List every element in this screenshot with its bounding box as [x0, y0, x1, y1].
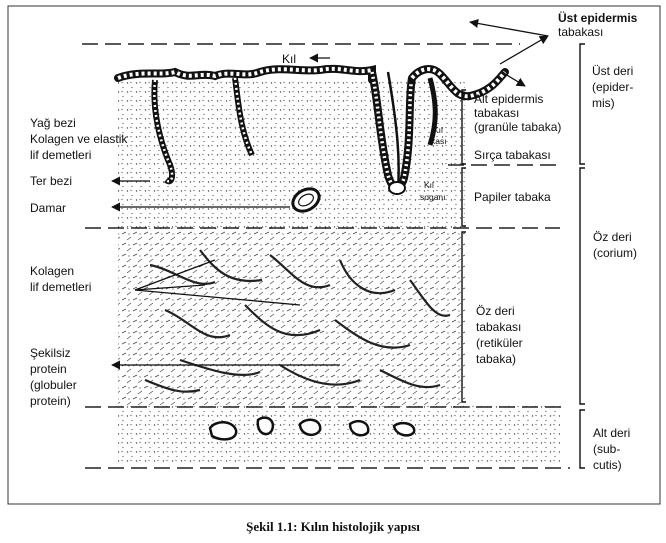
label-lif-demetleri: lif demetleri: [30, 148, 92, 162]
label-retikuler-2: tabaka): [476, 352, 517, 366]
label-sub: (sub-: [593, 442, 621, 456]
label-granule: (granüle tabaka): [474, 120, 562, 134]
label-lif-demetleri-2: lif demetleri: [30, 280, 92, 294]
label-ust-epidermis-tabakasi: tabakası: [558, 25, 604, 39]
label-kolagen: Kolagen: [30, 264, 75, 278]
dermis-texture: [118, 228, 465, 405]
collagen-bundles: [144, 249, 451, 393]
subcutis-texture: [118, 405, 560, 465]
label-sekilsiz: Şekilsiz: [30, 346, 71, 360]
label-oz-deri-tab-2: tabakası: [476, 320, 522, 334]
label-alt-deri: Alt deri: [593, 426, 631, 440]
hair-shaft: [386, 71, 400, 191]
diagram-frame: [7, 5, 661, 505]
label-ust-deri: Üst deri: [592, 64, 634, 78]
label-alt-epidermis-tabakasi: tabakası: [474, 106, 520, 120]
fat-lobules: [208, 416, 416, 441]
label-protein: protein: [30, 362, 67, 376]
label-kil-kasi-1: Kıl: [433, 125, 443, 135]
label-retikuler-1: (retiküler: [476, 336, 523, 350]
label-epider: (epider-: [592, 80, 634, 94]
figure-caption: Şekil 1.1: Kılın histolojik yapısı: [246, 519, 420, 534]
label-kil-kasi-2: kası: [431, 136, 447, 146]
label-kolagen-elastik: Kolagen ve elastik: [30, 132, 128, 146]
label-cutis: cutis): [593, 458, 622, 472]
label-yag-bezi: Yağ bezi: [30, 116, 76, 130]
label-kil-sogani-2: soganı: [420, 192, 446, 202]
label-kil-sogani-1: Kıl: [424, 180, 434, 190]
label-mis: mis): [592, 96, 615, 110]
label-arrows: [111, 18, 549, 370]
label-alt-epidermis: Alt epidermis: [474, 92, 544, 106]
label-globuler: (globuler: [30, 378, 77, 392]
label-oz-deri-tab-1: Öz deri: [476, 304, 515, 318]
label-oz-deri: Öz deri: [593, 230, 632, 244]
label-papiler: Papiler tabaka: [474, 190, 551, 204]
label-corium: (corium): [593, 246, 637, 260]
label-protein-close: protein): [30, 394, 71, 408]
label-kil: Kıl: [282, 52, 297, 66]
label-sirca: Sırça tabakası: [474, 148, 551, 162]
label-ter-bezi: Ter bezi: [30, 174, 73, 188]
layer-boundaries: [82, 43, 570, 469]
region-brackets: [461, 43, 585, 469]
label-ust-epidermis: Üst epidermis: [558, 11, 638, 25]
blood-vessel: [291, 187, 321, 213]
hair-bulb: [388, 181, 406, 195]
label-damar: Damar: [30, 201, 67, 215]
